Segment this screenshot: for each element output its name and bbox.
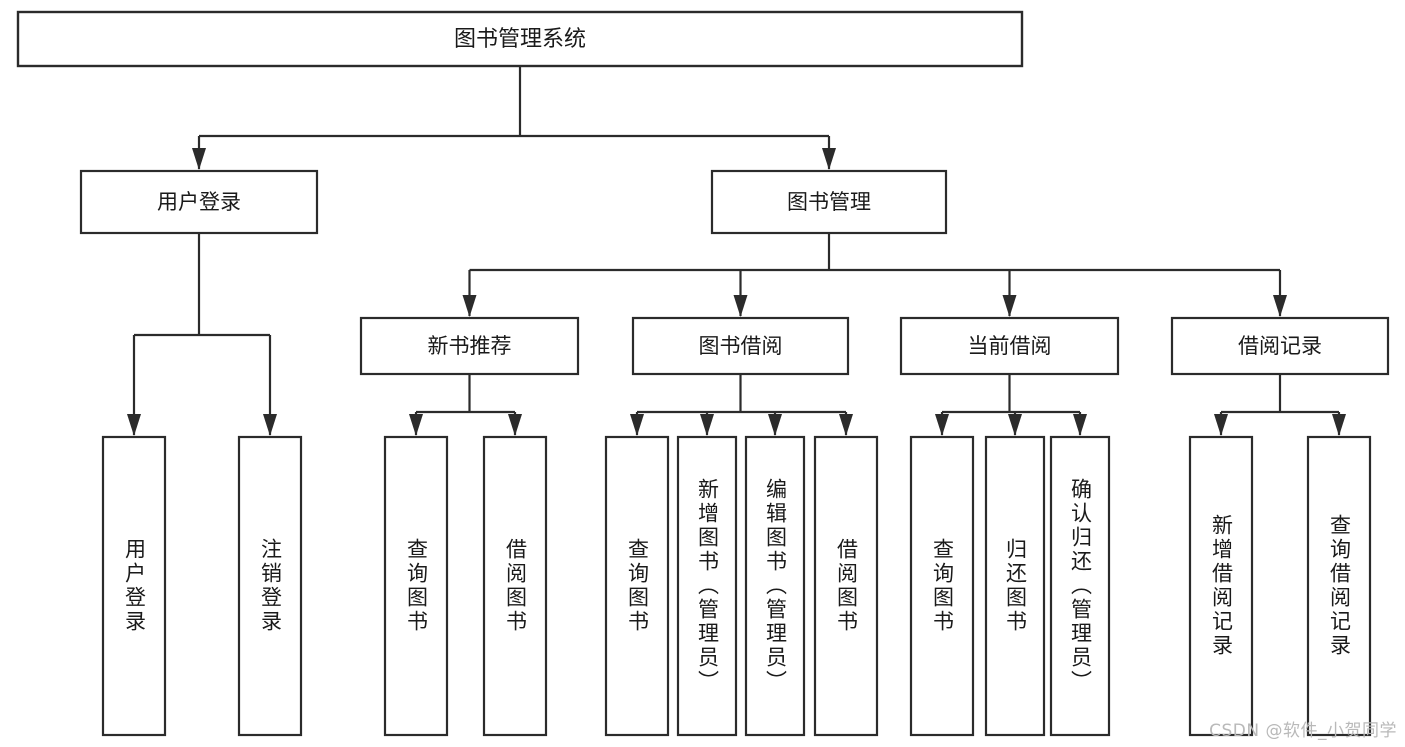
- node-box-book-borrow[interactable]: [631, 316, 850, 376]
- node-label-user-login: 用户登录: [157, 190, 241, 214]
- node-box-new-book-rec[interactable]: [359, 316, 580, 376]
- node-box-leaf-confirm-return[interactable]: [1049, 435, 1111, 737]
- arrow-head-icon: [839, 414, 853, 436]
- arrow-head-icon: [630, 414, 644, 436]
- node-box-leaf-query-book-1[interactable]: [383, 435, 449, 737]
- node-box-leaf-borrow-book-1[interactable]: [482, 435, 548, 737]
- arrow-head-icon: [822, 148, 836, 170]
- node-box-borrow-record[interactable]: [1170, 316, 1390, 376]
- arrow-head-icon: [768, 414, 782, 436]
- node-box-user-login[interactable]: [79, 169, 319, 235]
- arrow-head-icon: [1008, 414, 1022, 436]
- node-box-leaf-logout[interactable]: [237, 435, 303, 737]
- node-box-book-manage[interactable]: [710, 169, 948, 235]
- node-box-current-borrow[interactable]: [899, 316, 1120, 376]
- node-box-leaf-query-record[interactable]: [1306, 435, 1372, 737]
- node-box-leaf-edit-book[interactable]: [744, 435, 806, 737]
- node-label-book-manage: 图书管理: [787, 190, 871, 214]
- root-node-label: 图书管理系统: [454, 27, 586, 52]
- arrow-head-icon: [462, 295, 477, 317]
- node-box-leaf-return-book[interactable]: [984, 435, 1046, 737]
- arrow-head-icon: [1214, 414, 1228, 436]
- node-label-new-book-rec: 新书推荐: [428, 334, 512, 358]
- arrow-head-icon: [700, 414, 714, 436]
- arrow-head-icon: [1073, 414, 1087, 436]
- node-box-leaf-add-record[interactable]: [1188, 435, 1254, 737]
- arrow-head-icon: [733, 295, 748, 317]
- node-box-leaf-user-login[interactable]: [101, 435, 167, 737]
- node-box-leaf-query-book-3[interactable]: [909, 435, 975, 737]
- node-label-current-borrow: 当前借阅: [968, 334, 1052, 358]
- arrow-head-icon: [192, 148, 206, 170]
- arrow-head-icon: [409, 414, 423, 436]
- node-label-book-borrow: 图书借阅: [699, 334, 783, 358]
- node-box-leaf-add-book[interactable]: [676, 435, 738, 737]
- arrow-head-icon: [1273, 295, 1287, 317]
- node-label-borrow-record: 借阅记录: [1238, 334, 1322, 358]
- arrow-head-icon: [1332, 414, 1346, 436]
- arrow-head-icon: [127, 414, 141, 436]
- root-node-box[interactable]: [16, 10, 1024, 68]
- node-boxes: [16, 10, 1390, 737]
- node-box-leaf-query-book-2[interactable]: [604, 435, 670, 737]
- arrow-head-icon: [263, 414, 277, 436]
- arrow-head-icon: [935, 414, 949, 436]
- watermark-text: CSDN @软件_小贺同学: [1209, 721, 1397, 741]
- node-box-leaf-borrow-book-2[interactable]: [813, 435, 879, 737]
- arrow-head-icon: [508, 414, 522, 436]
- arrow-head-icon: [1002, 295, 1017, 317]
- connector-links: [127, 66, 1346, 436]
